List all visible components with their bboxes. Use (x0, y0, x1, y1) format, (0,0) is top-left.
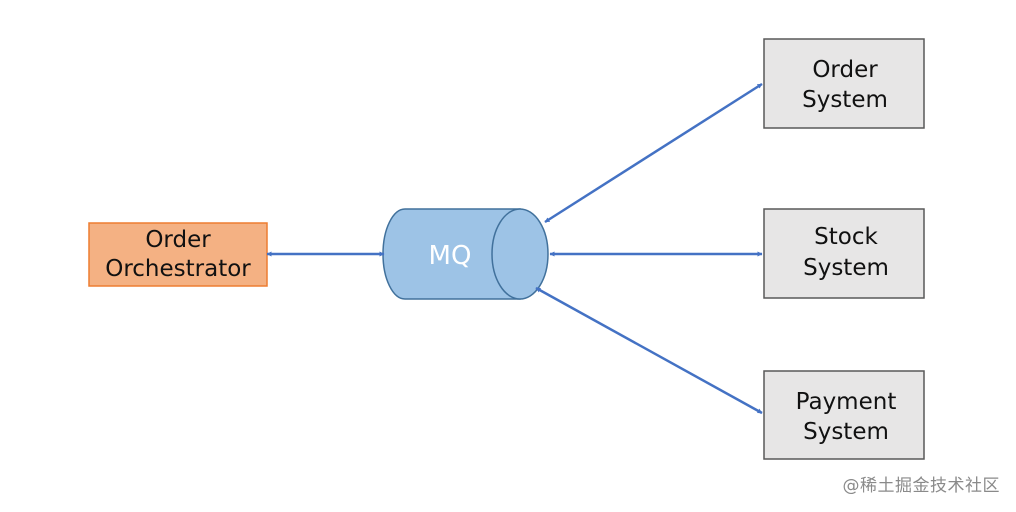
order-system-node: Order System (763, 38, 925, 129)
mq-cylinder-end (491, 208, 549, 300)
payment-system-node: Payment System (763, 370, 925, 460)
watermark-text: @稀土掘金技术社区 (842, 476, 1000, 496)
order-orchestrator-node: Order Orchestrator (88, 222, 268, 287)
payment-system-label-line2: System (803, 419, 889, 445)
payment-system-label-line1: Payment (796, 389, 897, 415)
mq-cylinder-body (382, 208, 521, 300)
order-orchestrator-label-line1: Order (145, 227, 211, 253)
order-orchestrator-label-line2: Orchestrator (105, 256, 251, 282)
order-system-label-line2: System (802, 87, 888, 113)
order-system-label-line1: Order (812, 57, 878, 83)
stock-system-label-line1: Stock (814, 224, 878, 250)
mq-queue-node: MQ (382, 208, 549, 300)
arrow-mq-payment-system (535, 286, 763, 415)
stock-system-label-line2: System (803, 255, 889, 281)
mq-label: MQ (429, 241, 472, 271)
stock-system-node: Stock System (763, 208, 925, 299)
arrow-mq-order-system (544, 82, 763, 224)
